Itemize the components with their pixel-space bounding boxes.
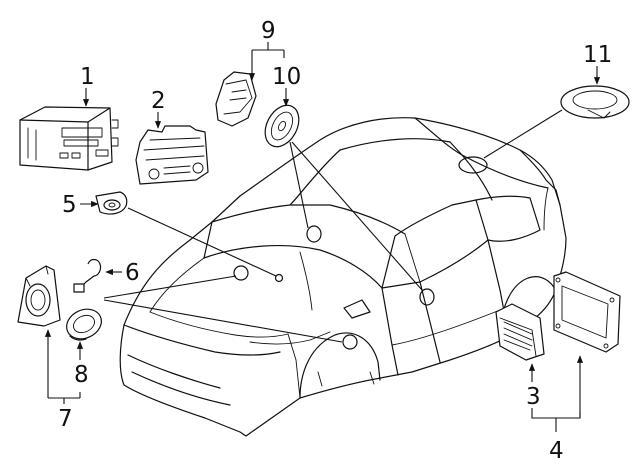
car-component-markers [233,156,488,350]
part-6-connector [73,258,102,293]
part-11-round-speaker [560,85,630,119]
callout-labels: 1 2 3 4 5 6 7 8 9 10 11 [58,18,612,464]
rear-deck-speaker-marker [458,156,488,174]
callout-6: 6 [125,260,140,286]
part-9-speaker-enclosure [215,71,257,127]
lower-door-marker [342,334,358,350]
part-4-module-plate [553,271,621,353]
part-7-speaker-bracket [17,265,61,327]
callout-2: 2 [151,88,166,114]
callout-5: 5 [62,192,77,218]
part-2-control-panel [135,125,209,185]
front-door-marker [233,265,249,281]
part-1-receiver [19,106,119,171]
rear-door-marker [419,288,435,306]
dash-speaker-marker [306,225,322,243]
part-5-tweeter [95,191,128,215]
part-3-amplifier [495,303,545,361]
tweeter-marker [274,273,284,283]
callout-3: 3 [526,384,541,410]
callout-7: 7 [58,406,73,432]
callout-9: 9 [261,18,276,44]
callout-1: 1 [80,64,95,90]
callout-8: 8 [74,362,89,388]
callout-4: 4 [549,438,564,464]
part-10-oval-speaker [264,104,300,148]
callout-10: 10 [272,64,301,90]
part-8-speaker [66,308,102,341]
callout-11: 11 [583,42,612,68]
leader-lines [44,42,601,432]
